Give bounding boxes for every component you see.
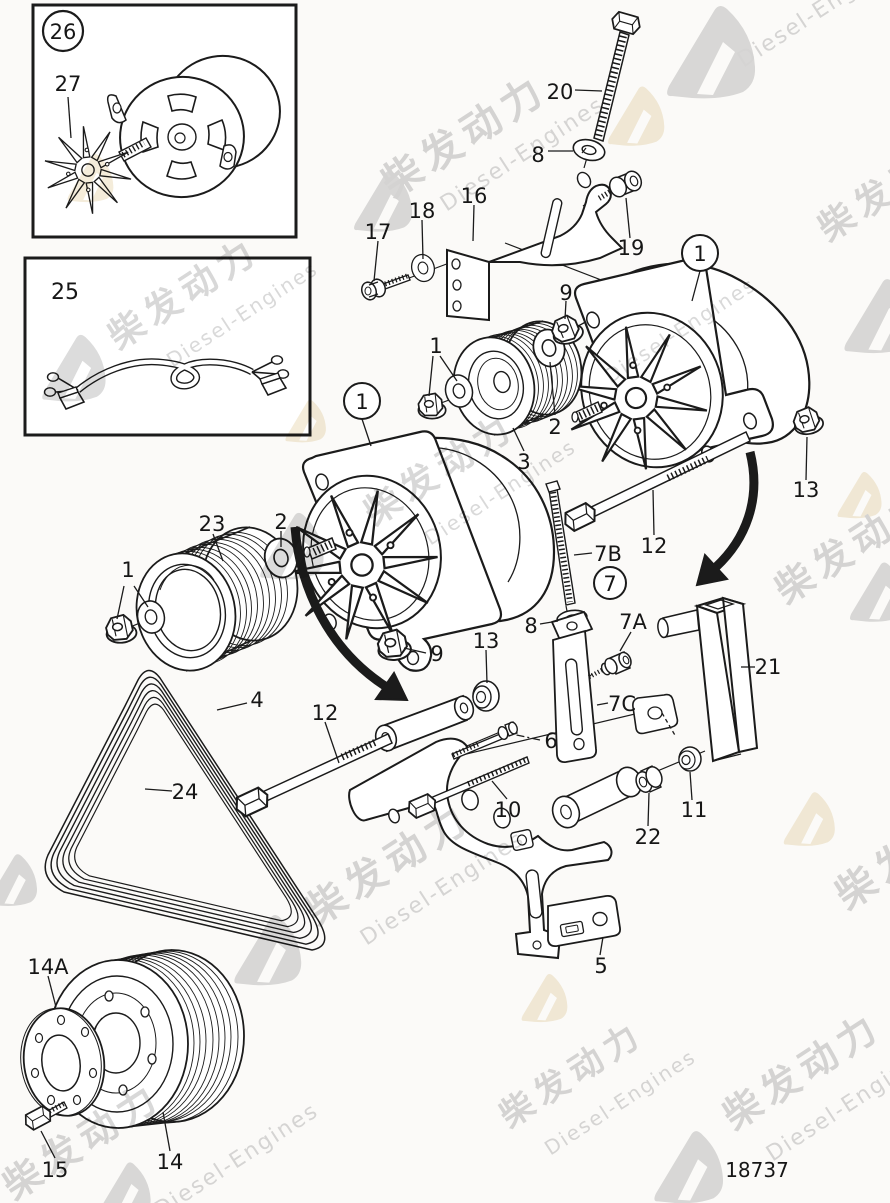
callout-8-top: 8 xyxy=(531,143,544,167)
leader-lines xyxy=(40,89,808,1159)
drawing-number: 18737 xyxy=(725,1158,789,1182)
callout-15: 15 xyxy=(42,1158,69,1182)
callout-24: 24 xyxy=(172,780,199,804)
callout-16: 16 xyxy=(461,184,488,208)
callout-1-left: 1 xyxy=(355,390,368,414)
callout-1-mid: 1 xyxy=(429,334,442,358)
callout-1-right: 1 xyxy=(693,242,706,266)
callout-27: 27 xyxy=(55,72,82,96)
callout-2-right: 2 xyxy=(548,415,561,439)
bolt-15 xyxy=(21,1100,68,1133)
callout-21: 21 xyxy=(755,655,782,679)
callout-20: 20 xyxy=(547,80,574,104)
bolt-7a xyxy=(587,651,632,679)
washer-8-top xyxy=(572,138,606,162)
plate-5 xyxy=(547,894,622,948)
callout-23: 23 xyxy=(199,512,226,536)
callout-12-left: 12 xyxy=(312,701,339,725)
callout-13-right: 13 xyxy=(793,478,820,502)
callout-1-left-nut: 1 xyxy=(121,558,134,582)
washer-11 xyxy=(678,746,702,772)
bolt-19 xyxy=(596,170,643,202)
callout-5: 5 xyxy=(594,954,607,978)
link-21 xyxy=(632,596,759,763)
nut-1-left xyxy=(104,612,139,645)
callout-7c: 7C xyxy=(608,692,636,716)
callout-14a: 14A xyxy=(27,955,69,979)
stud-7b xyxy=(545,480,576,606)
strap-7c xyxy=(550,610,598,764)
flange-14a xyxy=(20,1007,106,1117)
bolt-12-right xyxy=(560,430,751,535)
bolt-6 xyxy=(451,721,518,760)
callout-10: 10 xyxy=(495,798,522,822)
alternator-left xyxy=(277,430,556,672)
washer-13-mid xyxy=(472,680,500,712)
circled-callouts: 26 1 1 7 xyxy=(41,9,719,600)
callout-9-left: 9 xyxy=(430,642,443,666)
callout-2-left: 2 xyxy=(274,510,287,534)
callout-14: 14 xyxy=(157,1150,184,1174)
alternator-right xyxy=(552,257,811,480)
callout-25: 25 xyxy=(51,280,79,305)
pulley-14 xyxy=(47,949,245,1129)
callout-7a: 7A xyxy=(619,610,647,634)
callout-7: 7 xyxy=(603,572,616,596)
spacer-tube xyxy=(551,766,643,829)
callout-6: 6 xyxy=(544,729,557,753)
callout-17: 17 xyxy=(365,220,392,244)
callout-9-top: 9 xyxy=(559,281,572,305)
callout-18: 18 xyxy=(409,199,436,223)
callout-26: 26 xyxy=(50,20,77,44)
nut-1-mid xyxy=(417,392,447,420)
callout-12-right: 12 xyxy=(641,534,668,558)
sleeve-22 xyxy=(635,765,663,793)
callout-19: 19 xyxy=(618,236,645,260)
bolt-10 xyxy=(404,756,530,821)
bolt-20 xyxy=(593,9,644,142)
callout-22: 22 xyxy=(635,825,662,849)
callout-labels: 27 25 20 8 16 18 17 19 9 1 2 3 23 2 1 13… xyxy=(27,72,819,1182)
callout-3: 3 xyxy=(517,450,530,474)
bracket-16 xyxy=(446,171,624,322)
callout-11: 11 xyxy=(681,798,708,822)
belt-24 xyxy=(44,669,326,951)
callout-7b: 7B xyxy=(594,542,622,566)
callout-4: 4 xyxy=(250,688,263,712)
callout-13-mid: 13 xyxy=(473,629,500,653)
bolt-17 xyxy=(360,273,411,301)
callout-8-mid: 8 xyxy=(524,614,537,638)
bolt-12-left xyxy=(231,733,393,820)
